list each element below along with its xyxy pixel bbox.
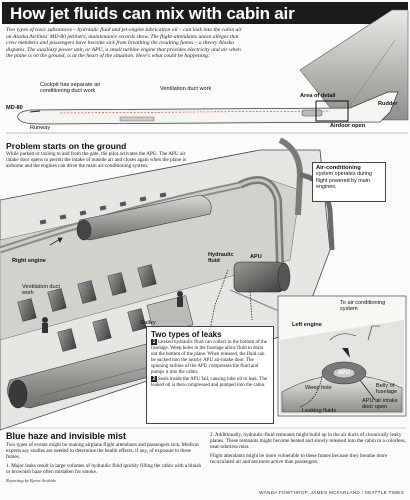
leaking-fluids-label: Leaking fluids xyxy=(302,408,337,414)
haze-column-2: 2. Additionally, hydraulic-fluid remnant… xyxy=(210,432,406,465)
leak-text-1: Leaked hydraulic fluid can collect in th… xyxy=(151,340,267,375)
leak-number-2: 2 xyxy=(151,376,157,383)
graphic-credit: WANDA FOWTHROP, JAMES MCFARLAND / SEATTL… xyxy=(259,490,404,495)
leak-number-1: 1 xyxy=(151,339,157,345)
leak-text-2: Seals inside the APU fail, causing lube … xyxy=(151,377,268,389)
rudder-label: Rudder xyxy=(378,101,398,107)
plane-model-label: MD-80 xyxy=(6,105,23,111)
haze-heading: Blue haze and invisible mist xyxy=(6,431,127,441)
apu-unit xyxy=(229,261,301,321)
haze-col1-para1: Two types of events might be making airp… xyxy=(6,442,199,461)
problem-heading: Problem starts on the ground xyxy=(6,141,127,151)
area-of-detail-label: Area of detail xyxy=(300,93,336,99)
galley-label: Galley xyxy=(140,320,156,326)
leaks-heading: Two types of leaks xyxy=(151,330,222,339)
reporting-credit: Reporting by Byron Acohido xyxy=(6,478,57,483)
apu-duct-pipes xyxy=(238,137,304,266)
aircon-text: system operates during flight powered by… xyxy=(316,171,373,191)
problem-text: While parked or taxiing to and from the … xyxy=(6,151,187,170)
hydraulic-fluid-label: Hydraulic fluid xyxy=(208,252,234,265)
apu-label: APU xyxy=(250,254,262,260)
haze-col2-para1: 2. Additionally, hydraulic-fluid remnant… xyxy=(210,432,406,451)
tail-fin-edge xyxy=(339,39,396,121)
fluid-leak-lines xyxy=(209,269,253,331)
haze-col2-para2: Flight attendants might be more vulnerab… xyxy=(210,452,388,465)
cockpit-label: Cockpit has separate air conditioning du… xyxy=(40,82,101,95)
apu-intake-label: APU air intake door open xyxy=(362,398,398,411)
intro-text: Two types of toxic substances – hydrauli… xyxy=(6,27,243,60)
inset-detail xyxy=(277,295,407,417)
belly-fuselage-label: Belly of fuselage xyxy=(376,383,398,396)
apu-inset-label: APU xyxy=(338,370,350,376)
weep-hole-label: Weep hole xyxy=(305,385,332,391)
ventilation-label: Ventilation duct work xyxy=(160,86,212,92)
aircon-box: Air-conditioning system operates during … xyxy=(312,162,386,202)
ventilation-duct-label: Ventilation duct work xyxy=(22,284,60,297)
right-engine-drawing xyxy=(76,194,212,241)
haze-col1-para2: 1. Major leaks result in large volumes o… xyxy=(6,462,202,475)
haze-column-1: Two types of events might be making airp… xyxy=(6,442,202,475)
runway-label: Runway xyxy=(30,125,51,131)
airdoor-label: Airdoor open xyxy=(330,123,366,129)
aircon-system-label: To air conditioning system xyxy=(340,300,386,313)
right-engine-label: Right engine xyxy=(12,258,46,264)
plane-side-view xyxy=(6,91,408,134)
aircon-heading: Air-conditioning xyxy=(316,165,361,171)
page-title: How jet fluids can mix with cabin air xyxy=(10,4,295,23)
title-bar: How jet fluids can mix with cabin air xyxy=(2,2,408,24)
left-engine-label: Left engine xyxy=(292,322,322,328)
